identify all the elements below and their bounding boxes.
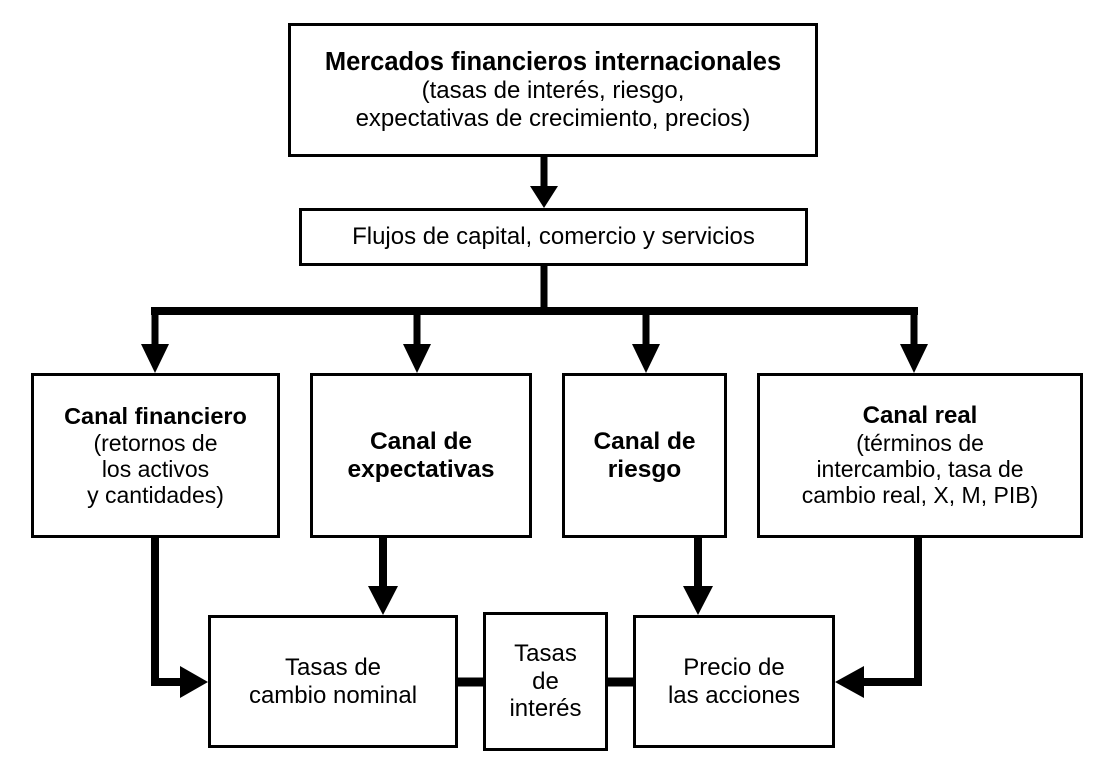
node-risk-channel: Canal de riesgo bbox=[562, 373, 727, 538]
node-financial-line4: y cantidades) bbox=[87, 482, 224, 508]
node-risk-line2: riesgo bbox=[607, 455, 682, 483]
node-fx-line1: Tasas de bbox=[284, 654, 382, 682]
edge-real-to-stock-prices bbox=[835, 538, 922, 698]
edge-bus-to-risk-channel bbox=[632, 311, 660, 373]
node-interest-rates: Tasas de interés bbox=[483, 612, 608, 751]
node-real-line4: cambio real, X, M, PIB) bbox=[801, 482, 1039, 509]
node-markets-title: Mercados financieros internacionales bbox=[324, 48, 782, 77]
node-stocks-line2: las acciones bbox=[667, 681, 801, 709]
node-expectations-line2: expectativas bbox=[347, 455, 495, 483]
node-financial-line2: (retornos de bbox=[93, 429, 218, 456]
node-financial-channel: Canal financiero (retornos de los activo… bbox=[31, 373, 280, 538]
node-interest-line2: de bbox=[532, 667, 559, 695]
edge-bus-to-real-channel bbox=[900, 311, 928, 373]
node-real-line2: (términos de bbox=[856, 429, 984, 456]
node-real-title: Canal real bbox=[862, 402, 978, 430]
node-financial-title: Canal financiero bbox=[64, 402, 247, 429]
node-international-financial-markets: Mercados financieros internacionales (ta… bbox=[288, 23, 818, 157]
edge-expectations-to-nominal-fx bbox=[368, 538, 398, 615]
node-expectations-title: Canal de bbox=[369, 427, 473, 455]
node-real-channel: Canal real (términos de intercambio, tas… bbox=[757, 373, 1083, 538]
edge-risk-to-stock-prices bbox=[683, 538, 713, 615]
node-risk-title: Canal de bbox=[593, 427, 696, 455]
node-flows-title: Flujos de capital, comercio y servicios bbox=[352, 223, 755, 251]
node-expectations-channel: Canal de expectativas bbox=[310, 373, 532, 538]
edge-bus-to-expectations-channel bbox=[403, 311, 431, 373]
edge-financial-to-nominal-fx bbox=[151, 538, 208, 698]
node-financial-line3: los activos bbox=[101, 455, 210, 482]
edge-bus-to-financial-channel bbox=[141, 311, 169, 373]
node-stocks-line1: Precio de bbox=[683, 654, 785, 682]
node-real-line3: intercambio, tasa de bbox=[816, 456, 1024, 483]
node-nominal-exchange-rates: Tasas de cambio nominal bbox=[208, 615, 458, 748]
node-interest-line3: interés bbox=[509, 695, 582, 723]
node-markets-line2: (tasas de interés, riesgo, bbox=[421, 77, 685, 105]
node-markets-line3: expectativas de crecimiento, precios) bbox=[355, 104, 751, 132]
node-stock-prices: Precio de las acciones bbox=[633, 615, 835, 748]
node-capital-trade-service-flows: Flujos de capital, comercio y servicios bbox=[299, 208, 808, 266]
edge-flows-to-channels-bus bbox=[151, 266, 918, 315]
node-interest-line1: Tasas bbox=[514, 640, 577, 668]
edge-markets-to-flows bbox=[530, 157, 558, 208]
node-fx-line2: cambio nominal bbox=[248, 681, 418, 709]
